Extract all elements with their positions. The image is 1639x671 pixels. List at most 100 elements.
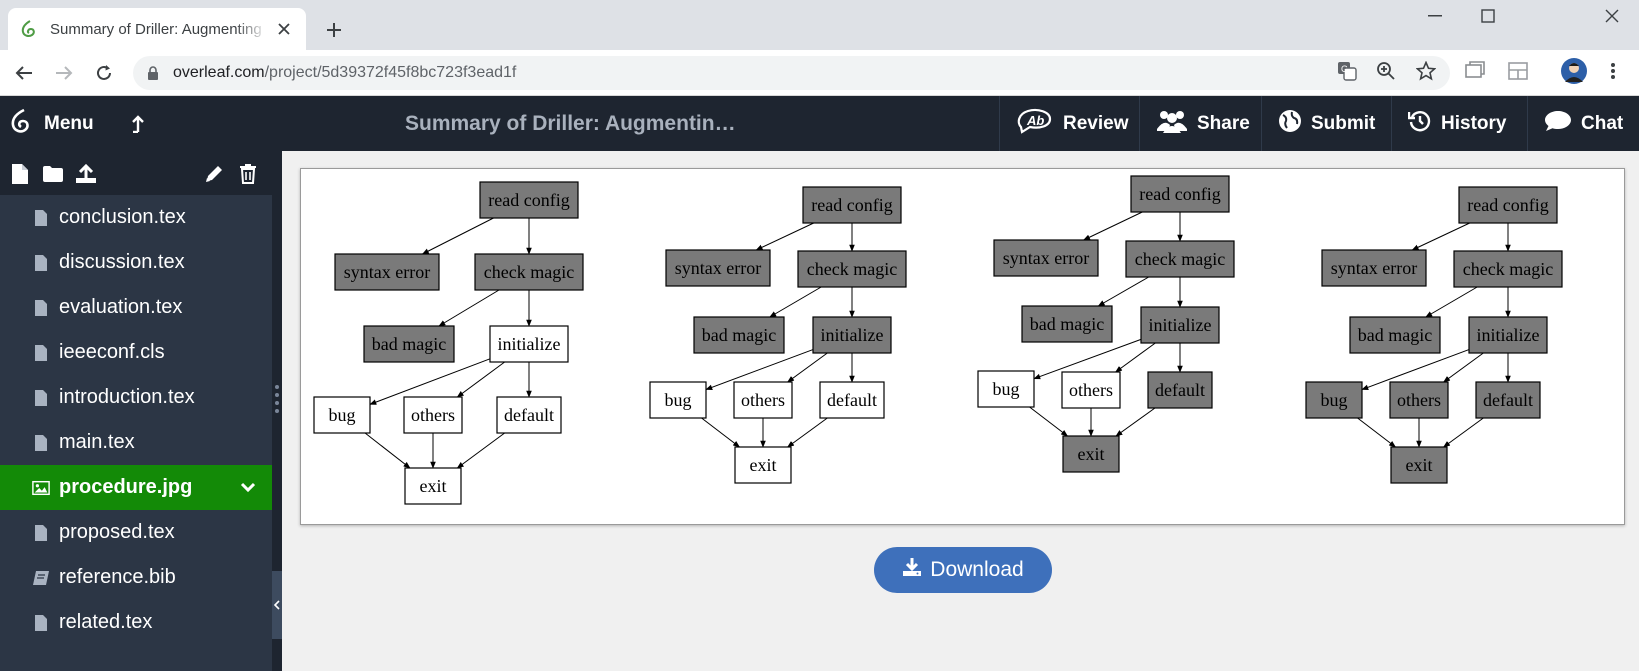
file-item-reference[interactable]: reference.bib <box>0 555 272 600</box>
file-item-introduction[interactable]: introduction.tex <box>0 375 272 420</box>
graph-node-read-config: read config <box>1458 186 1558 224</box>
svg-text:bug: bug <box>665 390 692 410</box>
history-button[interactable]: History <box>1391 96 1527 151</box>
graph-node-check-magic: check magic <box>474 253 584 291</box>
file-item-discussion[interactable]: discussion.tex <box>0 240 272 285</box>
more-options-icon[interactable] <box>1600 58 1626 84</box>
graph-edge <box>1083 211 1143 241</box>
svg-text:syntax error: syntax error <box>1331 258 1417 278</box>
graph-node-default: default <box>1475 381 1541 419</box>
svg-text:default: default <box>1155 380 1205 400</box>
file-item-main[interactable]: main.tex <box>0 420 272 465</box>
graph-edge <box>787 352 828 383</box>
file-item-evaluation[interactable]: evaluation.tex <box>0 285 272 330</box>
browser-toolbar: overleaf.com/project/5d39372f45f8bc723f3… <box>0 50 1639 96</box>
file-item-ieeeconf[interactable]: ieeeconf.cls <box>0 330 272 375</box>
chat-button[interactable]: Chat <box>1527 96 1639 151</box>
file-item-conclusion[interactable]: conclusion.tex <box>0 195 272 240</box>
collapse-sidebar-button[interactable] <box>272 571 282 639</box>
graph-node-bad-magic: bad magic <box>1021 305 1113 343</box>
graph-node-initialize: initialize <box>1468 316 1548 354</box>
svg-text:exit: exit <box>750 455 777 475</box>
graph-node-others: others <box>733 381 793 419</box>
review-icon: Ab <box>1016 108 1054 140</box>
graph-node-bug: bug <box>313 396 371 434</box>
close-tab-icon[interactable] <box>274 19 294 39</box>
svg-text:initialize: initialize <box>498 334 561 354</box>
file-name: reference.bib <box>59 566 176 588</box>
zoom-icon[interactable] <box>1373 58 1399 84</box>
graph-node-bad-magic: bad magic <box>693 316 785 354</box>
browser-tab[interactable]: Summary of Driller: Augmenting <box>8 8 306 50</box>
graph-node-default: default <box>496 396 562 434</box>
svg-text:exit: exit <box>1078 444 1105 464</box>
file-icon <box>32 523 50 543</box>
procedure-figure: read config syntax error check magic bad ma… <box>313 175 1563 505</box>
review-button[interactable]: Ab Review <box>999 96 1139 151</box>
rename-pencil-icon[interactable] <box>203 163 225 185</box>
upload-icon[interactable] <box>75 163 97 185</box>
graph-node-initialize: initialize <box>812 316 892 354</box>
file-item-procedure[interactable]: procedure.jpg <box>0 465 272 510</box>
graph-node-initialize: initialize <box>489 325 569 363</box>
file-name: conclusion.tex <box>59 206 186 228</box>
new-tab-plus-icon[interactable] <box>320 16 348 44</box>
file-name: discussion.tex <box>59 251 185 273</box>
chevron-down-icon[interactable] <box>240 465 256 510</box>
history-label: History <box>1441 112 1507 134</box>
file-name: evaluation.tex <box>59 296 183 318</box>
back-to-projects-icon[interactable] <box>128 96 148 151</box>
share-button[interactable]: Share <box>1139 96 1261 151</box>
maximize-window-icon[interactable] <box>1460 0 1516 32</box>
share-label: Share <box>1197 112 1250 134</box>
submit-button[interactable]: Submit <box>1261 96 1391 151</box>
reload-icon[interactable] <box>89 58 119 88</box>
new-file-icon[interactable] <box>9 163 31 185</box>
graph-node-check-magic: check magic <box>797 250 907 288</box>
graph-edge <box>755 222 814 251</box>
drag-handle-icon[interactable] <box>274 383 280 419</box>
project-title[interactable]: Summary of Driller: Augmentin… <box>405 111 736 135</box>
forward-arrow-icon[interactable] <box>49 58 79 88</box>
overleaf-favicon-icon <box>20 20 38 38</box>
graph-edge <box>701 417 741 448</box>
new-folder-icon[interactable] <box>42 163 64 185</box>
graph-edge <box>1033 338 1142 380</box>
tab-layout-icon[interactable] <box>1505 58 1531 84</box>
svg-text:exit: exit <box>1406 455 1433 475</box>
users-icon <box>1156 109 1188 139</box>
graph-edge <box>1097 276 1149 307</box>
download-label: Download <box>930 558 1024 581</box>
sidebar-resizer[interactable] <box>272 151 282 671</box>
svg-text:check magic: check magic <box>484 262 574 282</box>
svg-text:bad magic: bad magic <box>702 325 776 345</box>
minimize-window-icon[interactable] <box>1407 0 1463 32</box>
graph-node-others: others <box>1389 381 1449 419</box>
address-bar[interactable]: overleaf.com/project/5d39372f45f8bc723f3… <box>133 56 1450 90</box>
lock-icon <box>147 65 161 81</box>
translate-icon[interactable]: G <box>1334 58 1360 84</box>
file-preview-area: read config syntax error check magic bad ma… <box>282 151 1639 671</box>
close-window-icon[interactable] <box>1584 0 1639 32</box>
back-arrow-icon[interactable] <box>9 58 39 88</box>
extension-icon[interactable] <box>1463 58 1489 84</box>
graph-node-default: default <box>1147 371 1213 409</box>
svg-text:check magic: check magic <box>807 259 897 279</box>
download-button[interactable]: Download <box>874 547 1052 593</box>
svg-text:initialize: initialize <box>1477 325 1540 345</box>
bookmark-star-icon[interactable] <box>1413 58 1439 84</box>
delete-trash-icon[interactable] <box>237 163 259 185</box>
procedure-image-preview: read config syntax error check magic bad ma… <box>300 168 1625 525</box>
overleaf-toolbar: Menu Summary of Driller: Augmentin… Ab R… <box>0 96 1639 151</box>
file-icon <box>32 343 50 363</box>
svg-text:read config: read config <box>1139 184 1220 204</box>
file-item-proposed[interactable]: proposed.tex <box>0 510 272 555</box>
file-item-related[interactable]: related.tex <box>0 600 272 645</box>
svg-text:default: default <box>504 405 554 425</box>
graph-edge <box>705 349 814 391</box>
graph-edge <box>1115 342 1156 373</box>
menu-button[interactable]: Menu <box>10 96 94 151</box>
profile-avatar[interactable] <box>1560 57 1588 85</box>
svg-text:default: default <box>1483 390 1533 410</box>
